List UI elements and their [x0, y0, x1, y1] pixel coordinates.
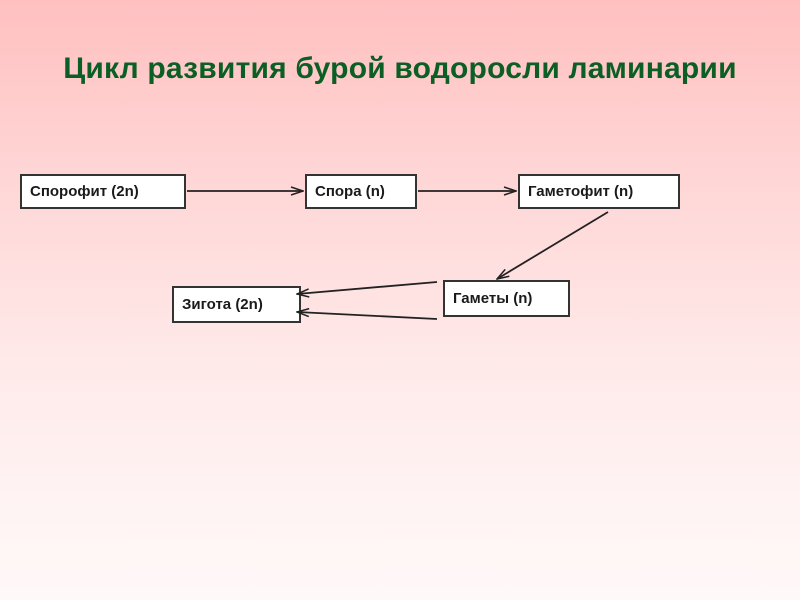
arrow-gametes-to-zygote-lower	[297, 312, 438, 320]
node-gametes-label: Гаметы (n)	[453, 290, 533, 307]
node-gametophyte: Гаметофит (n)	[518, 174, 680, 209]
node-gametophyte-label: Гаметофит (n)	[528, 183, 634, 200]
node-zygote: Зигота (2n)	[172, 286, 301, 323]
arrow-gametophyte-to-gametes	[497, 211, 609, 279]
node-sporophyte: Спорофит (2n)	[20, 174, 186, 209]
node-sporophyte-label: Спорофит (2n)	[30, 183, 139, 200]
node-gametes: Гаметы (n)	[443, 280, 570, 317]
diagram-title: Цикл развития бурой водоросли ламинарии	[63, 52, 737, 85]
node-spore-label: Спора (n)	[315, 183, 385, 200]
node-spore: Спора (n)	[305, 174, 417, 209]
arrow-gametes-to-zygote-upper	[297, 281, 438, 294]
node-zygote-label: Зигота (2n)	[182, 296, 263, 313]
